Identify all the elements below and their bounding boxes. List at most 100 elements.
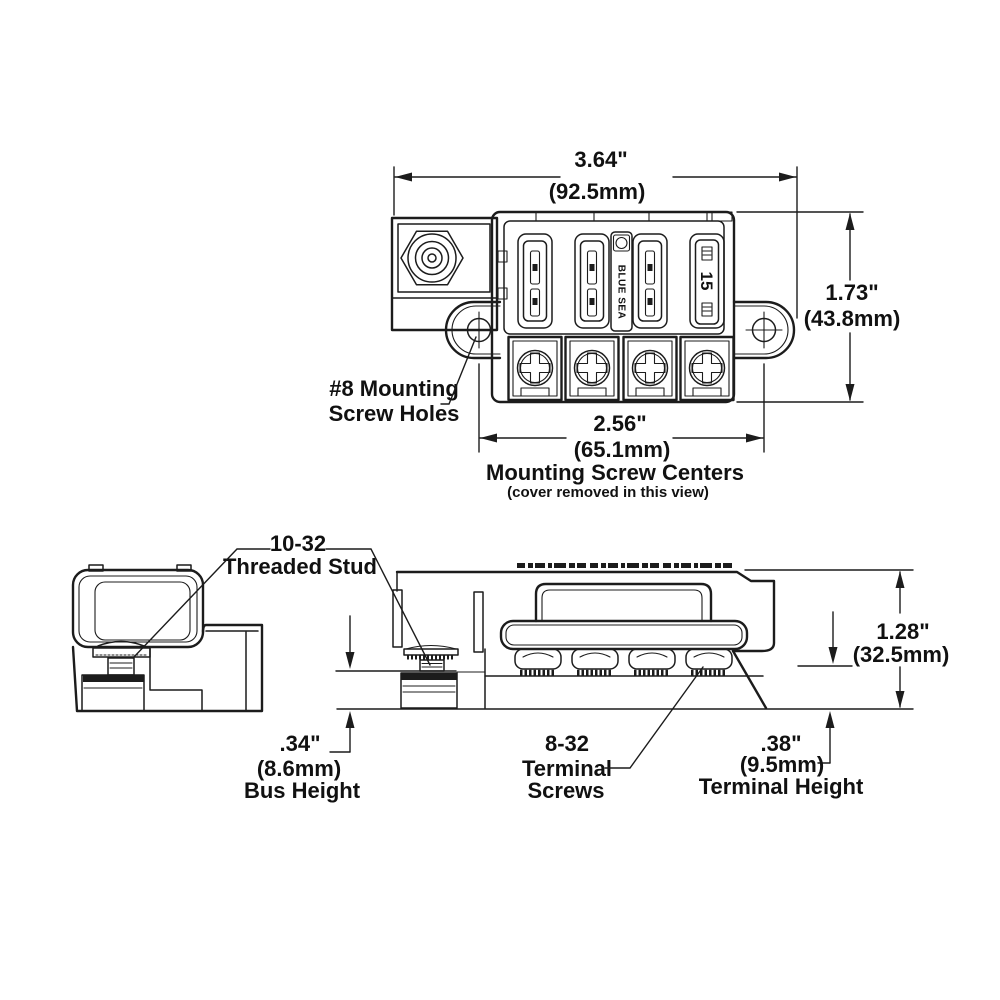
dim-side-height-in: 1.28" — [876, 619, 929, 644]
stud-shank — [419, 659, 445, 672]
dim-centers-label: Mounting Screw Centers — [486, 460, 744, 485]
cover-clip — [497, 287, 508, 300]
leader-line — [604, 666, 704, 769]
dim-width-in: 3.64" — [574, 147, 627, 172]
arrowhead — [480, 433, 497, 443]
dimension-side-height: 1.28" (32.5mm) — [744, 569, 950, 708]
stud-stack-side — [400, 644, 459, 709]
base-outline — [71, 623, 264, 713]
cover-post — [392, 589, 403, 648]
mounting-holes-label-line2: Screw Holes — [329, 401, 460, 426]
stud-terminal-top — [400, 230, 464, 286]
cover-notch — [711, 211, 733, 222]
terminal-screw — [685, 648, 733, 677]
end-view — [71, 564, 264, 713]
stud-label-line2: Threaded Stud — [223, 554, 377, 579]
cover-tab — [176, 564, 192, 572]
terminal-block — [564, 335, 620, 402]
phillips-screw-icon — [519, 352, 551, 384]
terminal-block — [622, 335, 678, 402]
dim-bus-label: Bus Height — [244, 778, 361, 803]
callout-threaded-stud: 10-32 Threaded Stud — [132, 531, 431, 666]
leader-line — [325, 548, 431, 666]
dimension-screw-centers: 2.56" (65.1mm) Mounting Screw Centers (c… — [478, 363, 765, 501]
cover-notch — [535, 211, 595, 222]
cover-outline — [71, 568, 205, 649]
phillips-screw-icon — [634, 352, 666, 384]
brand-text: BLUE SEA — [616, 265, 627, 320]
arrowhead — [345, 652, 355, 669]
stud-shank — [107, 657, 135, 676]
brand-strip: BLUE SEA — [610, 231, 633, 332]
ear-profile — [731, 649, 768, 710]
fuse-block-body: BLUE SEA 15 — [444, 210, 796, 404]
arrowhead — [395, 172, 412, 182]
dim-side-height-mm: (32.5mm) — [853, 642, 950, 667]
dim-centers-mm: (65.1mm) — [574, 437, 671, 462]
dim-term-in: .38" — [760, 731, 801, 756]
dim-bus-mm: (8.6mm) — [257, 756, 341, 781]
terminal-screws-line2: Terminal — [522, 756, 612, 781]
dimension-terminal-height: .38" (9.5mm) Terminal Height — [699, 611, 864, 799]
dim-term-label: Terminal Height — [699, 774, 864, 799]
stud-washer — [97, 640, 145, 647]
terminal-screws-side — [514, 648, 733, 677]
bus-bar — [83, 675, 144, 682]
dim-centers-in: 2.56" — [593, 411, 646, 436]
phillips-screw-icon — [576, 352, 608, 384]
cover-post — [473, 591, 484, 653]
mounting-ear-right — [732, 300, 796, 360]
fuse-deck — [499, 619, 749, 651]
cover-notch — [648, 211, 708, 222]
mounting-holes-label-line1: #8 Mounting — [329, 376, 459, 401]
dim-height-in: 1.73" — [825, 280, 878, 305]
fuse-position-1 — [517, 233, 553, 329]
stud-housing — [390, 216, 499, 332]
stud-label-line1: 10-32 — [270, 531, 326, 556]
arrowhead — [345, 711, 355, 728]
dimension-overall-height: 1.73" (43.8mm) — [736, 211, 901, 403]
arrowhead — [895, 691, 905, 708]
phillips-screw-icon — [691, 352, 723, 384]
terminal-screws-line3: Screws — [527, 778, 604, 803]
dimension-overall-width: 3.64" (92.5mm) — [393, 147, 798, 319]
arrowhead — [825, 711, 835, 728]
brand-logo-icon — [612, 234, 631, 252]
terminal-screw — [571, 648, 619, 677]
fuse-position-4: 15 — [689, 233, 725, 329]
terminal-screws-line1: 8-32 — [545, 731, 589, 756]
top-view: 3.64" (92.5mm) 1.73" (43.8mm) — [329, 147, 901, 501]
arrowhead — [779, 172, 796, 182]
leader-line — [440, 336, 477, 405]
arrowhead — [746, 433, 763, 443]
callout-terminal-screws: 8-32 Terminal Screws — [522, 666, 704, 803]
brand-logo-icon — [615, 236, 628, 250]
callout-mounting-holes: #8 Mounting Screw Holes — [329, 336, 477, 426]
fuse-position-3 — [632, 233, 668, 329]
terminal-screw — [628, 648, 676, 677]
leader-line — [132, 548, 271, 659]
terminal-block-row — [507, 335, 735, 402]
dim-bus-in: .34" — [279, 731, 320, 756]
cover-tab — [88, 564, 104, 572]
dim-centers-note: (cover removed in this view) — [507, 484, 709, 501]
arrowhead — [845, 384, 855, 401]
dim-width-mm: (92.5mm) — [549, 179, 646, 204]
terminal-block — [679, 335, 735, 402]
terminal-block — [507, 335, 563, 402]
fuse-rating-label: 15 — [697, 272, 716, 291]
arrowhead — [895, 571, 905, 588]
arrowhead — [828, 647, 838, 664]
front-side-view — [392, 563, 776, 710]
mounting-ear-left — [444, 300, 502, 360]
body-outline — [395, 570, 776, 653]
dim-term-mm: (9.5mm) — [740, 752, 824, 777]
bus-bar — [401, 673, 457, 680]
dimension-bus-height: .34" (8.6mm) Bus Height — [244, 615, 457, 803]
fuse-position-2 — [574, 233, 610, 329]
cover-clip — [497, 250, 508, 263]
dim-height-mm: (43.8mm) — [804, 306, 901, 331]
arrowhead — [845, 213, 855, 230]
